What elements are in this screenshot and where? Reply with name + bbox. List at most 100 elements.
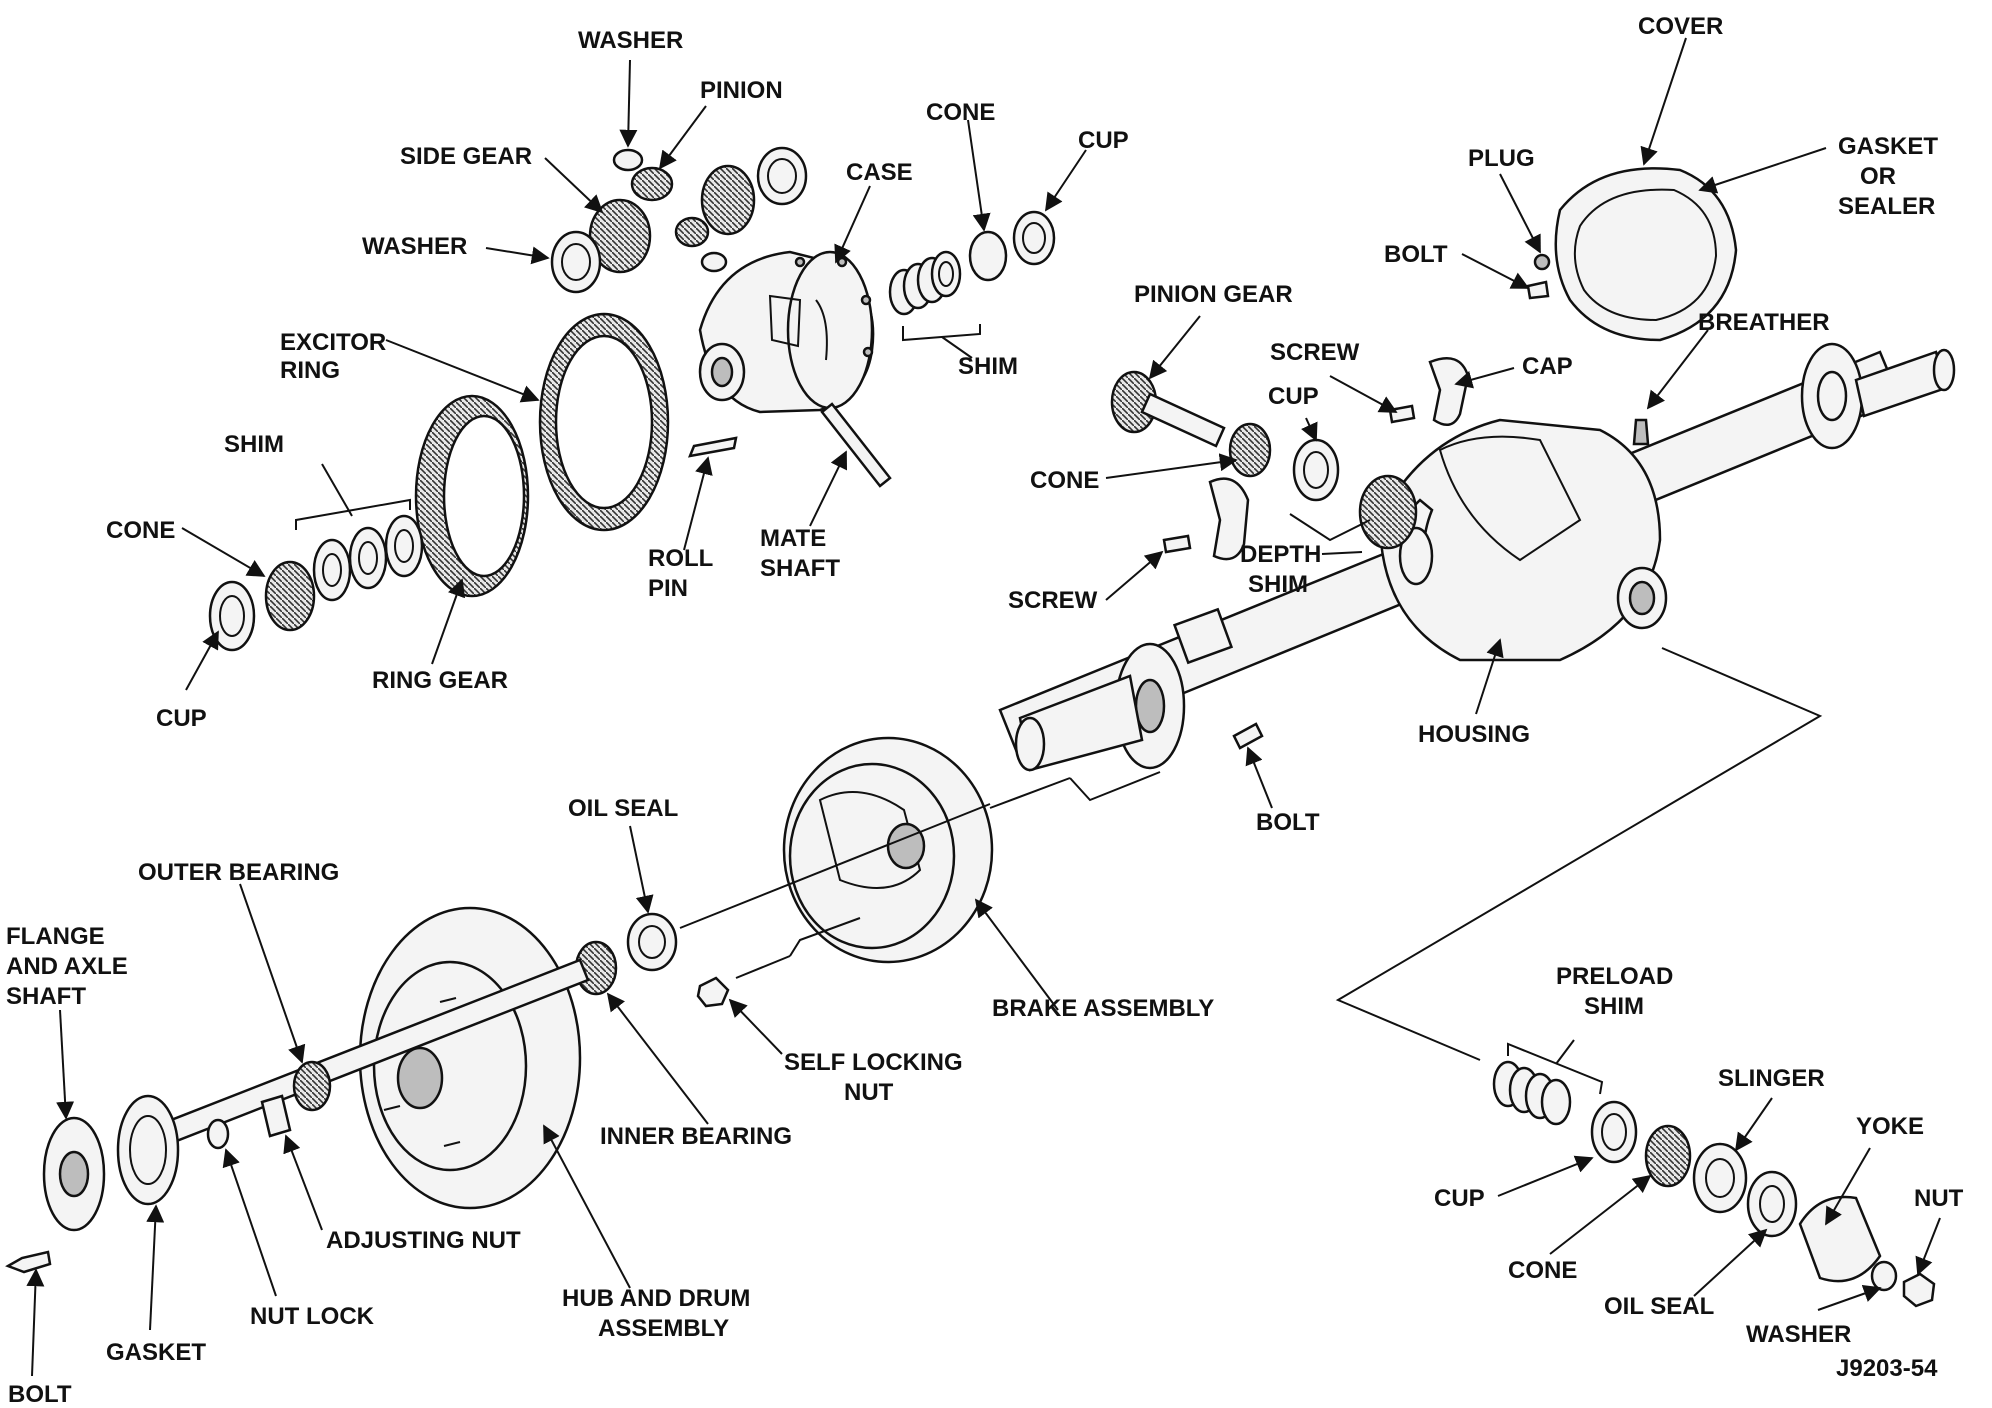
label-flange-axle-shaft-line-1: FLANGE [6, 923, 105, 950]
label-oil-seal-right: OIL SEAL [1604, 1293, 1714, 1320]
label-roll-pin: ROLL PIN [648, 545, 720, 602]
label-oil-seal-mid: OIL SEAL [568, 795, 678, 822]
label-cover: COVER [1638, 13, 1723, 40]
brake-assembly-part [782, 736, 994, 964]
label-yoke: YOKE [1856, 1113, 1924, 1140]
label-brake-assembly: BRAKE ASSEMBLY [992, 995, 1214, 1022]
bolt-cover-part [1526, 280, 1550, 300]
axle-housing [998, 342, 1956, 772]
label-excitor-ring-line-2: RING [280, 357, 340, 384]
label-self-locking-nut-line-2: NUT [844, 1079, 894, 1106]
ring-gear-part [414, 394, 530, 598]
label-depth-shim-line-1: DEPTH [1240, 541, 1321, 568]
label-screw-upper: SCREW [1270, 339, 1360, 366]
label-washer-right: WASHER [1746, 1321, 1851, 1348]
label-pinion-gear: PINION GEAR [1134, 281, 1293, 308]
center-lines [679, 513, 1823, 1061]
label-flange-axle-shaft-line-3: SHAFT [6, 983, 86, 1010]
label-inner-bearing: INNER BEARING [600, 1123, 792, 1150]
oil-seal-mid-part [626, 912, 678, 972]
label-outer-bearing: OUTER BEARING [138, 859, 339, 886]
pinion-assembly [1110, 357, 1470, 561]
self-locking-nut-part [696, 976, 730, 1008]
breather-part [1632, 418, 1650, 446]
leader-lines [26, 37, 1941, 1377]
differential-case [688, 250, 892, 488]
washer-3-part [700, 251, 728, 273]
label-preload-shim-line-1: PRELOAD [1556, 963, 1673, 990]
label-shim-left: SHIM [224, 431, 284, 458]
label-housing: HOUSING [1418, 721, 1530, 748]
label-mate-shaft-line-2: SHAFT [760, 555, 840, 582]
washer-side-part [550, 230, 602, 294]
label-self-locking-nut: SELF LOCKING NUT [784, 1049, 969, 1106]
label-nut-lock: NUT LOCK [250, 1303, 375, 1330]
bearing-set-top [888, 210, 1056, 316]
label-cup-top: CUP [1078, 127, 1129, 154]
label-cup-left: CUP [156, 705, 207, 732]
pinion-2-part [674, 216, 710, 248]
label-mate-shaft-line-1: MATE [760, 525, 826, 552]
label-slinger: SLINGER [1718, 1065, 1825, 1092]
label-gasket-or-sealer-line-3: SEALER [1838, 193, 1935, 220]
label-cap: CAP [1522, 353, 1573, 380]
bearing-set-left [208, 514, 424, 652]
cap-lower-part [1208, 477, 1250, 561]
label-depth-shim-line-2: SHIM [1248, 571, 1308, 598]
mate-shaft-part [820, 402, 892, 488]
screw-lower-part [1162, 534, 1192, 554]
label-washer-top: WASHER [578, 27, 683, 54]
label-plug: PLUG [1468, 145, 1535, 172]
pinion-bearing-set-right [1492, 1060, 1936, 1308]
washer-2-part [756, 146, 808, 206]
label-cone-right: CONE [1508, 1257, 1577, 1284]
label-breather: BREATHER [1698, 309, 1830, 336]
label-preload-shim-line-2: SHIM [1584, 993, 1644, 1020]
label-gasket-or-sealer-line-2: OR [1860, 163, 1896, 190]
label-excitor-ring: EXCITOR RING [280, 329, 393, 384]
label-cup-right: CUP [1434, 1185, 1485, 1212]
cap-upper-part [1428, 357, 1470, 427]
label-ring-gear: RING GEAR [372, 667, 508, 694]
label-cone-mid: CONE [1030, 467, 1099, 494]
label-cup-mid: CUP [1268, 383, 1319, 410]
label-side-gear: SIDE GEAR [400, 143, 532, 170]
label-case: CASE [846, 159, 913, 186]
plug-part [1533, 253, 1551, 271]
label-excitor-ring-line-1: EXCITOR [280, 329, 386, 356]
roll-pin-part [688, 436, 738, 458]
pinion-part [630, 166, 674, 202]
label-roll-pin-line-2: PIN [648, 575, 688, 602]
label-cone-top: CONE [926, 99, 995, 126]
label-hub-and-drum: HUB AND DRUM ASSEMBLY [562, 1285, 757, 1342]
label-self-locking-nut-line-1: SELF LOCKING [784, 1049, 963, 1076]
label-bolt-bottom: BOLT [8, 1381, 72, 1408]
bolt-bottom-part [5, 1250, 52, 1274]
excitor-ring-part [538, 312, 670, 532]
hub-drum-part [358, 906, 582, 1210]
washer-top-part [612, 148, 644, 172]
label-adjusting-nut: ADJUSTING NUT [326, 1227, 521, 1254]
label-hub-and-drum-line-1: HUB AND DRUM [562, 1285, 750, 1312]
label-shim-top: SHIM [958, 353, 1018, 380]
label-flange-axle-shaft: FLANGE AND AXLE SHAFT [6, 923, 134, 1010]
figure-id: J9203-54 [1836, 1355, 1938, 1382]
label-preload-shim: PRELOAD SHIM [1556, 963, 1680, 1020]
side-gear-2-part [700, 164, 756, 236]
label-roll-pin-line-1: ROLL [648, 545, 713, 572]
screw-upper-part [1388, 404, 1416, 424]
label-hub-and-drum-line-2: ASSEMBLY [598, 1315, 729, 1342]
label-bolt-cover: BOLT [1384, 241, 1448, 268]
label-gasket-bottom: GASKET [106, 1339, 206, 1366]
label-depth-shim: DEPTH SHIM [1240, 541, 1328, 598]
label-screw-lower: SCREW [1008, 587, 1098, 614]
label-bolt-housing: BOLT [1256, 809, 1320, 836]
nut-lock-part [206, 1118, 230, 1150]
label-washer-side: WASHER [362, 233, 467, 260]
label-flange-axle-shaft-line-2: AND AXLE [6, 953, 128, 980]
label-gasket-or-sealer: GASKET OR SEALER [1838, 133, 1945, 220]
label-nut-right: NUT [1914, 1185, 1964, 1212]
bolt-housing-part [1232, 722, 1264, 750]
